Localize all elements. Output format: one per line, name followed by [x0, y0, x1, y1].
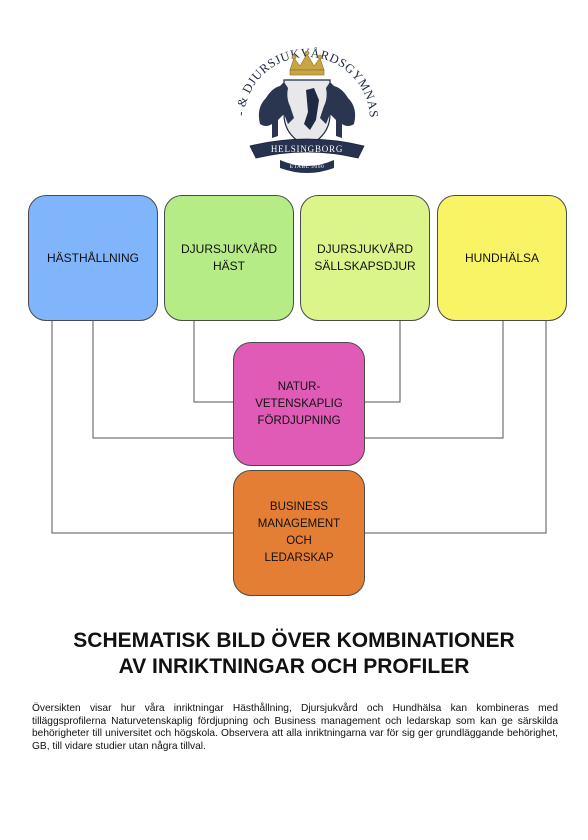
program-label: DJURSJUKVÅRD SÄLLSKAPSDJUR	[314, 242, 416, 273]
logo-banner-text: HELSINGBORG	[271, 144, 343, 154]
crown-icon	[289, 50, 325, 76]
profile-box-naturvetenskaplig: NATUR- VETENSKAPLIG FÖRDJUPNING	[233, 342, 365, 466]
program-box-djursjukvard-sallskapsdjur: DJURSJUKVÅRD SÄLLSKAPSDJUR	[300, 195, 430, 321]
program-box-djursjukvard-hast: DJURSJUKVÅRD HÄST	[164, 195, 294, 321]
logo-estab-text: ETABL 2000	[290, 164, 324, 170]
horses-emblem-icon	[258, 79, 356, 147]
program-label: HÄSTHÅLLNING	[46, 250, 140, 265]
profile-label: BUSINESS MANAGEMENT OCH LEDARSKAP	[257, 501, 341, 564]
program-box-hasthallning: HÄSTHÅLLNING	[28, 195, 158, 321]
program-box-hundhalsa: HUNDHÄLSA	[437, 195, 567, 321]
description-paragraph: Översikten visar hur våra inriktningar H…	[32, 703, 558, 752]
banner-ribbon	[249, 138, 365, 159]
profile-box-business-management: BUSINESS MANAGEMENT OCH LEDARSKAP	[233, 470, 365, 596]
program-label: HUNDHÄLSA	[464, 250, 539, 265]
program-label: DJURSJUKVÅRD HÄST	[180, 242, 277, 273]
school-logo: RID- & DJURSJUKVÅRDSGYMNASIET HELSINGBOR…	[222, 28, 392, 178]
page-heading: SCHEMATISK BILD ÖVER KOMBINATIONER AV IN…	[73, 629, 515, 678]
profile-label: NATUR- VETENSKAPLIG FÖRDJUPNING	[255, 380, 343, 427]
